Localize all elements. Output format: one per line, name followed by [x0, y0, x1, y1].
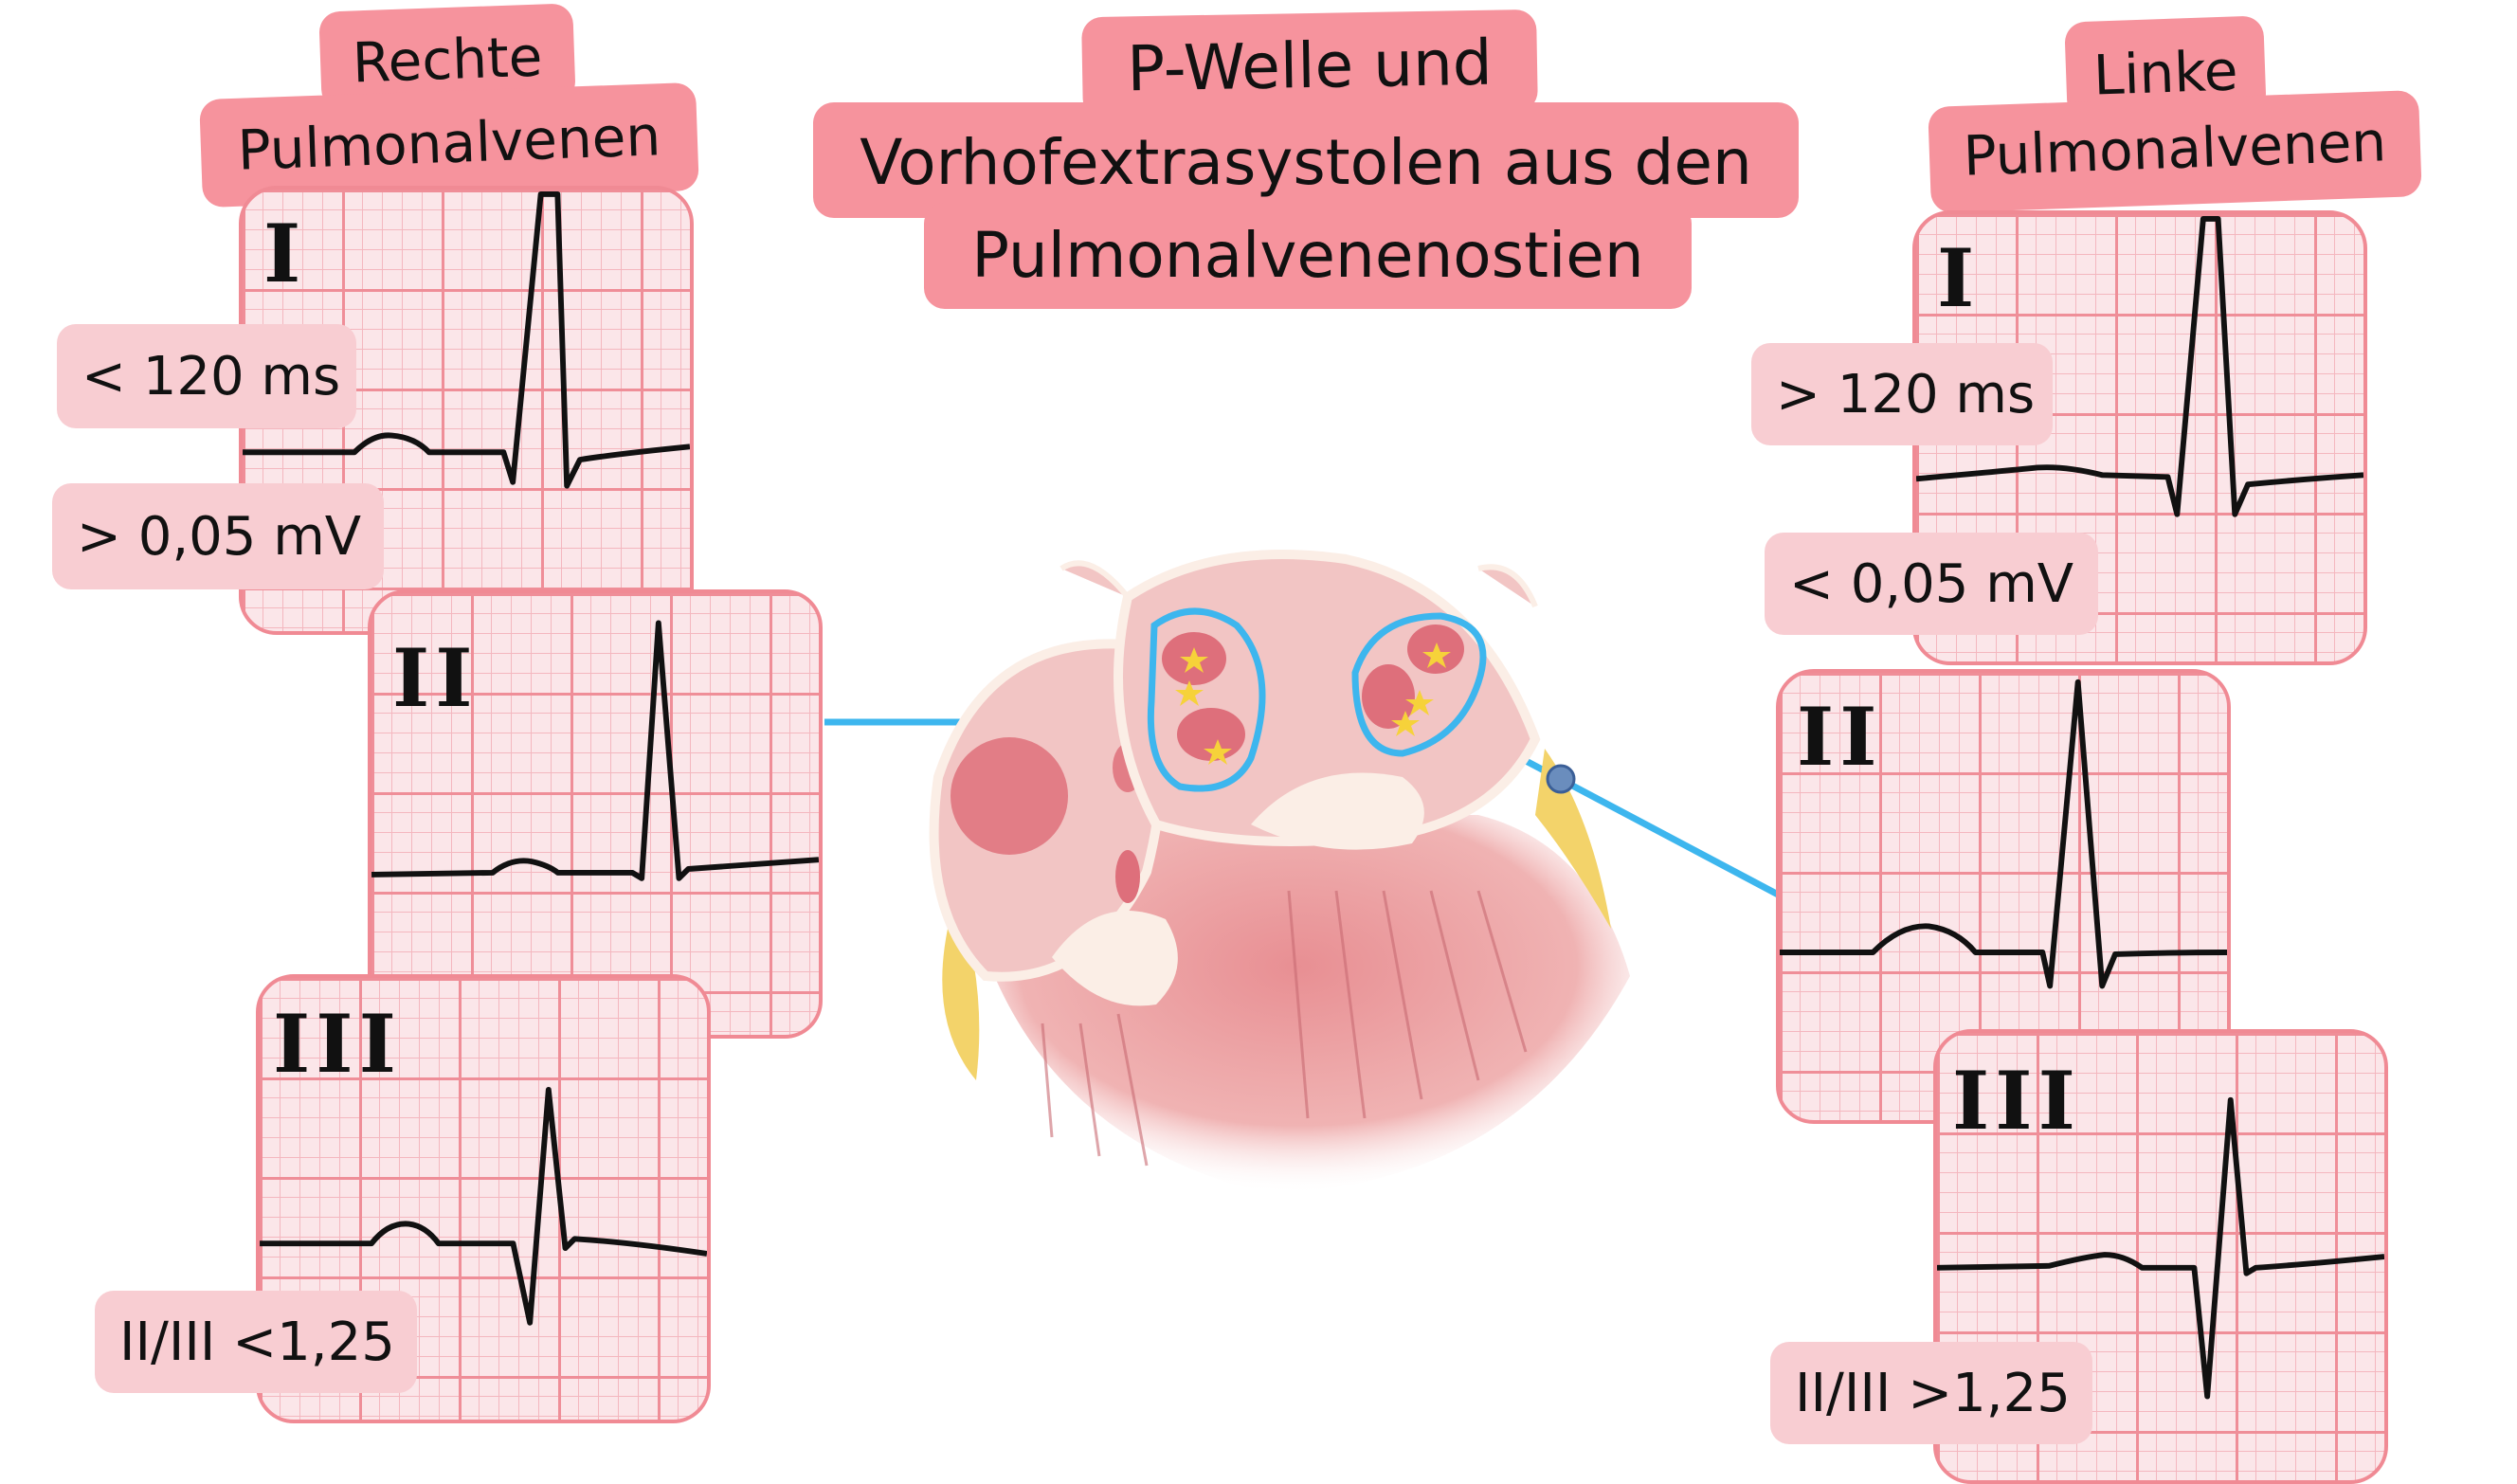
right-veins-duration: < 120 ms	[57, 324, 356, 428]
lead-label: III	[1952, 1054, 2081, 1148]
lead-label: I	[263, 207, 307, 300]
ecg-trace	[1916, 215, 2363, 517]
ecg-trace	[1780, 679, 2227, 989]
left-veins-ratio: II/III >1,25	[1770, 1342, 2092, 1444]
ecg-right-lead-II: II	[368, 589, 823, 1039]
right-veins-amplitude: > 0,05 mV	[52, 483, 384, 589]
left-veins-label-line-2: Pulmonalvenen	[1928, 89, 2422, 214]
star-icon	[1175, 642, 1451, 765]
title-line-3: Pulmonalvenenostien	[924, 203, 1692, 309]
lead-label: II	[1797, 690, 1883, 784]
lead-label: II	[392, 631, 479, 725]
ecg-trace	[243, 190, 690, 489]
lead-label: III	[273, 997, 402, 1091]
ecg-trace	[371, 620, 819, 881]
ecg-left-lead-III: III	[1933, 1029, 2388, 1484]
right-veins-ratio: II/III <1,25	[95, 1291, 417, 1393]
lead-label: I	[1937, 231, 1981, 325]
ecg-trace	[260, 1087, 707, 1326]
ecg-trace	[1937, 1096, 2384, 1400]
left-veins-duration: > 120 ms	[1751, 343, 2053, 445]
heart-cross-section-illustration	[929, 550, 1630, 1194]
title-line-2: Vorhofextrasystolen aus den	[813, 102, 1799, 218]
left-veins-amplitude: < 0,05 mV	[1765, 533, 2098, 635]
